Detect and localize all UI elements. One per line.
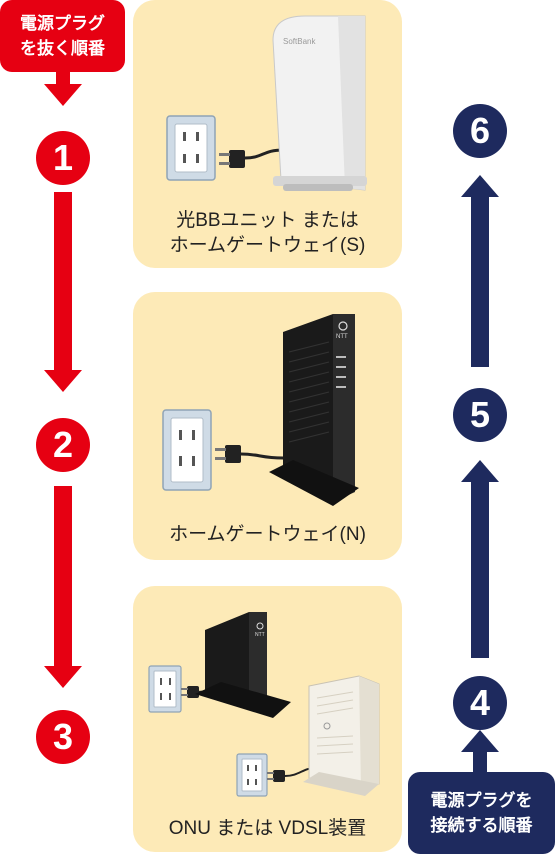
red-arrow-bottom bbox=[44, 486, 82, 688]
callout-remove-pointer bbox=[44, 84, 82, 106]
device-label-hgw-n: ホームゲートウェイ(N) bbox=[169, 524, 366, 545]
onu-device-icon: NTT bbox=[195, 612, 291, 718]
step-1-circle: 1 bbox=[36, 131, 90, 185]
router-brand-text: SoftBank bbox=[283, 37, 316, 46]
callout-connect-order: 電源プラグを 接続する順番 bbox=[408, 772, 555, 854]
vdsl-device-icon bbox=[303, 675, 380, 796]
callout-connect-line2: 接続する順番 bbox=[430, 816, 533, 835]
device-label-hikari-line1: 光BBユニット または bbox=[176, 210, 359, 231]
wall-outlet-icon bbox=[162, 409, 212, 491]
softbank-router-icon: SoftBank bbox=[272, 15, 367, 191]
device-label-onu: ONU または VDSL装置 bbox=[168, 818, 367, 839]
power-plug-icon bbox=[215, 445, 284, 463]
device-card-onu: NTT ONU または VDSL装置 bbox=[133, 586, 402, 852]
callout-remove-stem bbox=[56, 70, 70, 86]
navy-arrow-top bbox=[461, 175, 499, 367]
wall-outlet-icon bbox=[236, 753, 268, 797]
step-6-circle: 6 bbox=[453, 104, 507, 158]
device-label-hikari-bb: 光BBユニット または ホームゲートウェイ(S) bbox=[133, 208, 402, 258]
callout-connect-stem bbox=[473, 750, 487, 774]
step-4-circle: 4 bbox=[453, 676, 507, 730]
callout-connect-pointer bbox=[461, 730, 499, 752]
hikari-bb-illustration: SoftBank bbox=[166, 15, 367, 191]
callout-connect-line1: 電源プラグを bbox=[430, 791, 533, 810]
ntt-gateway-icon: NTT bbox=[269, 314, 359, 506]
wall-outlet-icon bbox=[148, 665, 182, 713]
device-label-hikari-line2: ホームゲートウェイ(S) bbox=[169, 235, 366, 256]
power-plug-icon bbox=[219, 148, 284, 168]
step-5-circle: 5 bbox=[453, 388, 507, 442]
red-arrow-top bbox=[44, 192, 82, 392]
onu-brand-text: NTT bbox=[255, 632, 265, 638]
device-card-hgw-n: NTT ホームゲートウェイ(N) bbox=[133, 292, 402, 560]
wall-outlet-icon bbox=[166, 115, 216, 181]
callout-remove-order: 電源プラグ を抜く順番 bbox=[0, 0, 125, 72]
navy-arrow-bottom bbox=[461, 460, 499, 658]
hgw-n-illustration: NTT bbox=[162, 314, 359, 506]
callout-remove-line1: 電源プラグ bbox=[20, 14, 105, 33]
callout-remove-line2: を抜く順番 bbox=[20, 39, 105, 58]
device-card-hikari-bb: SoftBank 光BBユニット または ホームゲートウェイ(S) bbox=[133, 0, 402, 268]
step-2-circle: 2 bbox=[36, 418, 90, 472]
gateway-brand-text: NTT bbox=[336, 334, 348, 340]
onu-illustration: NTT bbox=[148, 612, 380, 797]
step-3-circle: 3 bbox=[36, 710, 90, 764]
